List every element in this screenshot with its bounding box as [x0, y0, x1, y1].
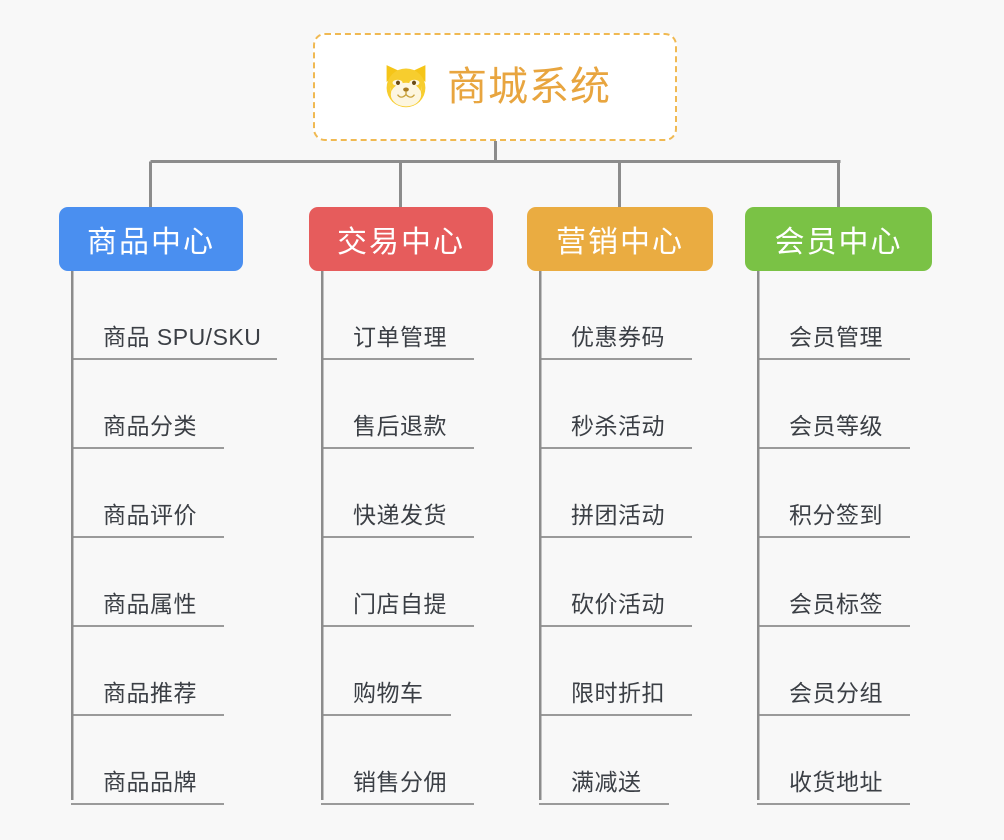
leaf-rule	[757, 803, 910, 805]
leaf-label: 门店自提	[353, 591, 447, 617]
leaf-rule	[321, 358, 474, 360]
category-label: 营销中心	[556, 226, 684, 259]
leaf-rule	[757, 447, 910, 449]
leaf-label: 会员标签	[789, 591, 883, 617]
leaf-rule	[757, 714, 910, 716]
leaf-rule	[321, 714, 451, 716]
category-label: 交易中心	[337, 226, 465, 259]
leaf-rule	[321, 625, 474, 627]
leaf-rule	[539, 358, 692, 360]
leaf-label: 购物车	[353, 680, 424, 706]
leaf-label: 拼团活动	[571, 502, 665, 528]
category-header-member-center[interactable]: 会员中心	[745, 207, 932, 271]
leaf-rule	[71, 447, 224, 449]
leaf-rule	[71, 358, 277, 360]
leaf-label: 商品推荐	[103, 680, 197, 706]
leaf-label: 快递发货	[353, 502, 447, 528]
leaf-rule	[321, 803, 474, 805]
leaf-rule	[71, 714, 224, 716]
leaf-label: 会员等级	[789, 413, 883, 439]
leaf-label: 商品评价	[103, 502, 197, 528]
leaf-rule	[757, 625, 910, 627]
root-node-content: 商城系统	[379, 60, 611, 114]
dog-face-icon	[379, 60, 433, 114]
leaf-label: 限时折扣	[571, 680, 665, 706]
leaf-label: 售后退款	[353, 413, 447, 439]
leaf-label: 砍价活动	[571, 591, 665, 617]
category-label: 会员中心	[774, 226, 903, 259]
leaf-rule	[71, 803, 224, 805]
leaf-label: 商品品牌	[103, 769, 197, 795]
leaf-rule	[71, 625, 224, 627]
category-header-marketing-center[interactable]: 营销中心	[527, 207, 713, 271]
leaf-label: 积分签到	[789, 502, 883, 528]
leaf-label: 销售分佣	[353, 769, 447, 795]
leaf-label: 满减送	[571, 769, 642, 795]
category-label: 商品中心	[87, 226, 215, 259]
leaf-rule	[539, 714, 692, 716]
branch-product-center: 商品中心 商品 SPU/SKU 商品分类 商品评价 商品属性 商品推荐	[59, 207, 277, 805]
leaf-rule	[539, 803, 669, 805]
leaf-label: 商品属性	[103, 591, 197, 617]
category-header-trade-center[interactable]: 交易中心	[309, 207, 493, 271]
leaf-rule	[321, 536, 474, 538]
leaf-rule	[321, 447, 474, 449]
leaf-label: 优惠券码	[571, 324, 665, 350]
branch-trade-center: 交易中心 订单管理 售后退款 快递发货 门店自提 购物车	[309, 207, 493, 805]
branch-member-center: 会员中心 会员管理 会员等级 积分签到 会员标签 会员分组	[745, 207, 932, 805]
leaf-rule	[539, 536, 692, 538]
leaf-label: 秒杀活动	[571, 413, 665, 439]
branch-marketing-center: 营销中心 优惠券码 秒杀活动 拼团活动 砍价活动 限时折扣	[527, 207, 713, 805]
leaf-label: 会员分组	[789, 680, 883, 706]
leaf-label: 会员管理	[789, 324, 883, 350]
leaf-rule	[539, 447, 692, 449]
page-title: 商城系统	[447, 65, 611, 109]
leaf-rule	[539, 625, 692, 627]
leaf-rule	[71, 536, 224, 538]
leaf-label: 收货地址	[789, 769, 883, 795]
leaf-label: 商品分类	[103, 413, 197, 439]
leaf-label: 订单管理	[353, 324, 447, 350]
leaf-rule	[757, 358, 910, 360]
root-node[interactable]: 商城系统	[313, 33, 677, 141]
leaf-rule	[757, 536, 910, 538]
category-header-product-center[interactable]: 商品中心	[59, 207, 243, 271]
leaf-label: 商品 SPU/SKU	[103, 324, 262, 350]
